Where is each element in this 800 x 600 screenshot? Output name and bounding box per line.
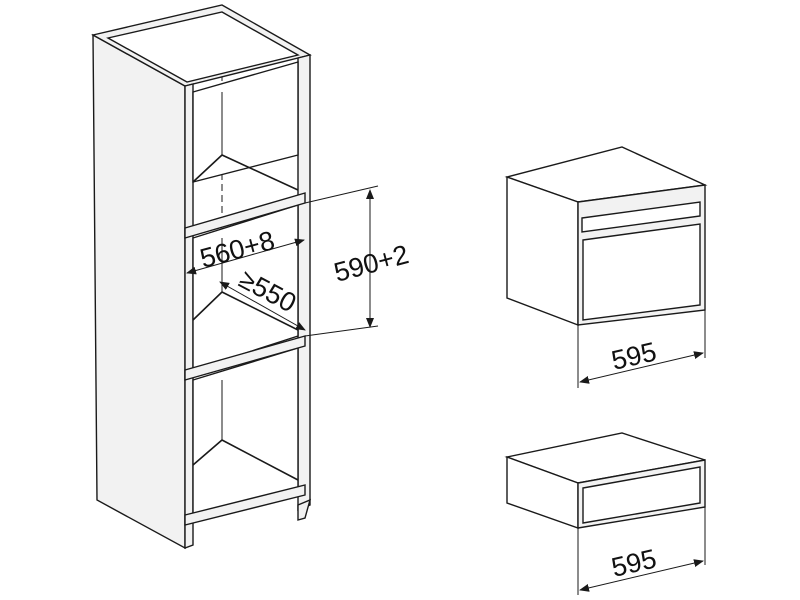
cabinet-height-label: 590+2 bbox=[331, 239, 412, 288]
cabinet-side-panel bbox=[92, 33, 186, 550]
width-dimension-line bbox=[186, 238, 305, 275]
depth-dimension-line bbox=[219, 281, 306, 331]
oven-width-label: 595 bbox=[609, 336, 660, 375]
tall-cabinet bbox=[91, 4, 312, 550]
oven-appliance: 595 bbox=[504, 146, 708, 388]
drawer-width-label: 595 bbox=[609, 543, 660, 582]
drawer-width-dimension-line bbox=[579, 559, 704, 592]
oven-width-dimension-line bbox=[579, 351, 704, 384]
warming-drawer: 595 bbox=[504, 432, 706, 595]
